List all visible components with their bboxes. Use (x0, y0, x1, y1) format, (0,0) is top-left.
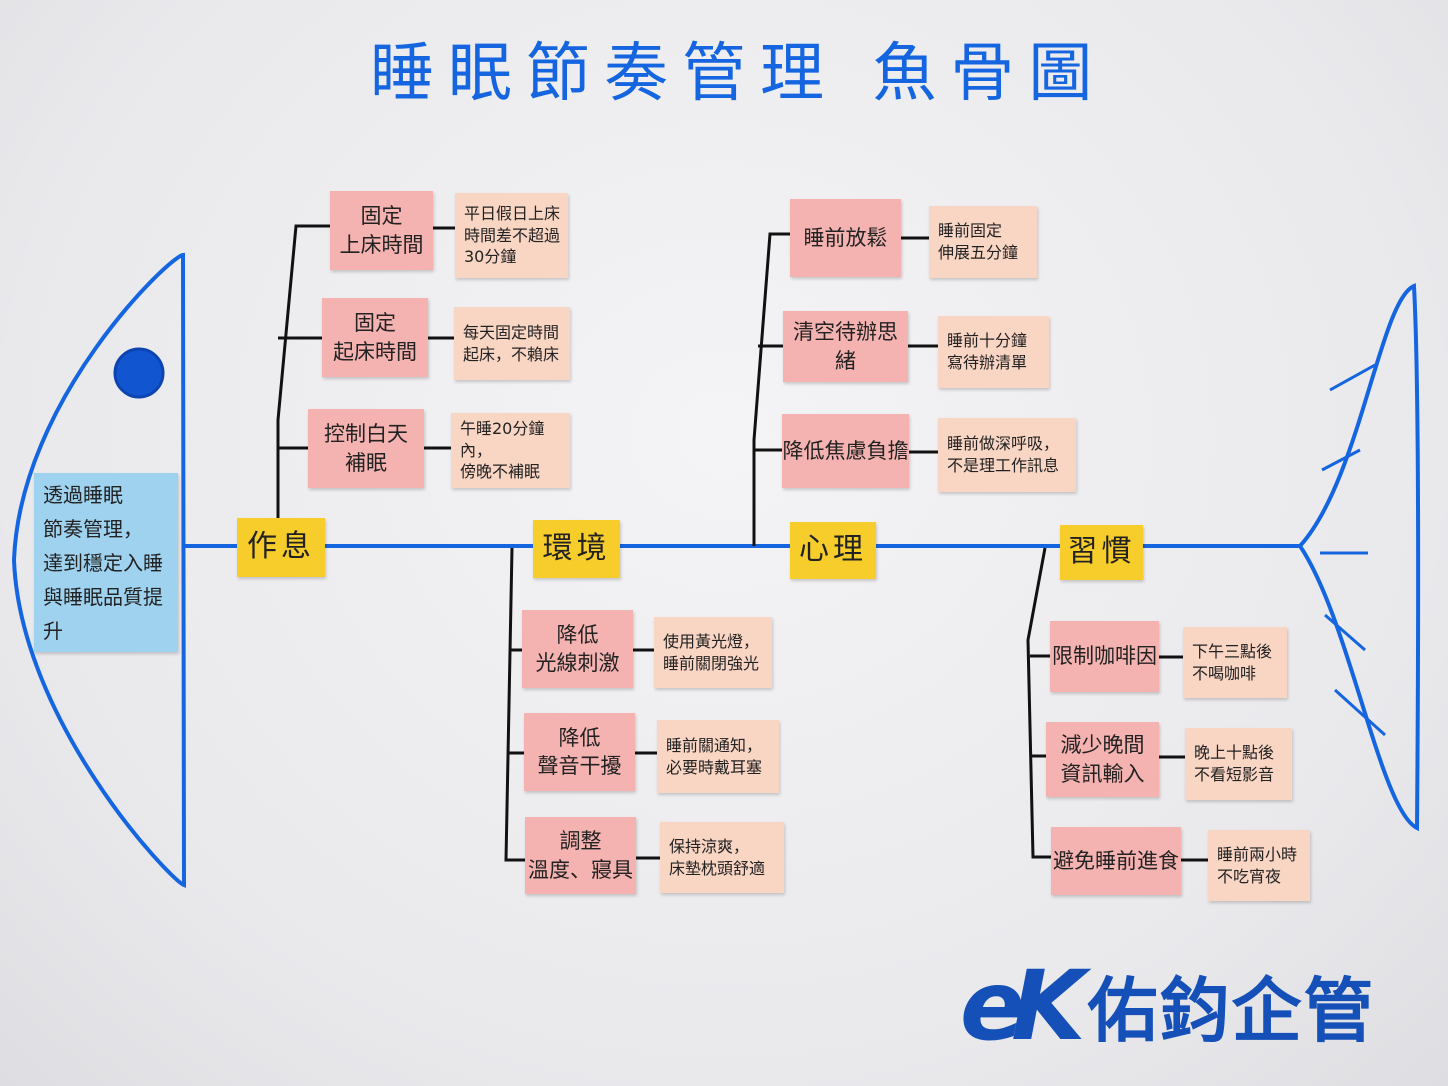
cause-note: 限制咖啡因 (1050, 621, 1159, 692)
tail-stripe (1329, 363, 1376, 392)
category-habits: 習慣 (1060, 525, 1143, 580)
cause-note: 睡前放鬆 (790, 199, 901, 277)
cause-note: 減少晚間 資訊輸入 (1046, 722, 1159, 797)
detail-note: 午睡20分鐘內， 傍晚不補眠 (451, 413, 570, 488)
detail-note: 每天固定時間 起床，不賴床 (454, 307, 570, 380)
logo-name: 佑鈞企管 (1087, 970, 1376, 1052)
detail-note: 睡前十分鐘 寫待辦清單 (938, 316, 1049, 388)
detail-note: 睡前關通知， 必要時戴耳塞 (657, 720, 779, 793)
detail-note: 平日假日上床 時間差不超過 30分鐘 (455, 193, 568, 278)
category-psychology: 心理 (790, 522, 876, 579)
tail-stripe (1321, 448, 1361, 472)
detail-note: 睡前做深呼吸， 不是理工作訊息 (938, 418, 1076, 492)
fish-eye-icon (113, 347, 165, 399)
cause-note: 降低 聲音干擾 (524, 713, 635, 791)
detail-note: 保持涼爽， 床墊枕頭舒適 (660, 822, 784, 893)
cause-note: 降低焦慮負擔 (782, 414, 909, 488)
detail-note: 晚上十點後 不看短影音 (1185, 728, 1292, 800)
tail-stripe (1324, 613, 1366, 652)
detail-note: 使用黃光燈， 睡前關閉強光 (654, 617, 772, 688)
logo-mark: eK (960, 949, 1085, 1062)
cause-note: 避免睡前進食 (1051, 827, 1181, 895)
category-schedule: 作息 (237, 518, 325, 577)
tail-stripe (1333, 688, 1387, 737)
fish-tail-outline (1297, 283, 1421, 832)
cause-note: 清空待辦思緒 (783, 311, 908, 382)
cause-note: 控制白天 補眠 (308, 409, 424, 488)
category-environment: 環境 (533, 520, 620, 578)
fish-head-outline (11, 252, 187, 888)
page-title: 睡眠節奏管理 魚骨圖 (370, 37, 1107, 111)
cause-note: 固定 上床時間 (330, 191, 433, 270)
goal-note: 透過睡眠 節奏管理， 達到穩定入睡 與睡眠品質提升 (34, 473, 178, 652)
company-logo: eK 佑鈞企管 (960, 955, 1376, 1056)
cause-note: 調整 溫度、寢具 (525, 817, 636, 894)
cause-note: 固定 起床時間 (322, 298, 428, 377)
detail-note: 下午三點後 不喝咖啡 (1183, 627, 1287, 698)
detail-note: 睡前兩小時 不吃宵夜 (1208, 830, 1310, 901)
cause-note: 降低 光線刺激 (522, 610, 633, 688)
detail-note: 睡前固定 伸展五分鐘 (929, 206, 1037, 278)
